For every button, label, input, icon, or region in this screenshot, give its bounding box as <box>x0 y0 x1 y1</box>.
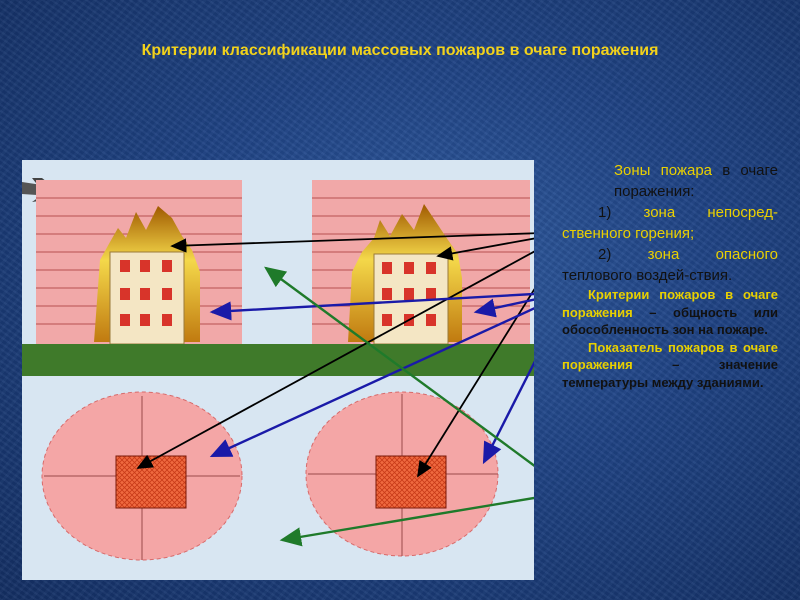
right-elevation-view <box>312 180 530 346</box>
arrow-icon <box>264 266 534 547</box>
criteria-text: Критерии пожаров в очаге поражения – общ… <box>562 287 778 337</box>
ground-strip <box>22 344 534 376</box>
right-plan-view <box>305 391 499 557</box>
arrow-icon <box>209 292 534 465</box>
arrow-icon <box>136 232 534 478</box>
zone-item-2: 2) зона опасного теплового воздей-ствия. <box>562 246 779 284</box>
fire-zones-diagram <box>22 160 534 580</box>
zone-item-1: 1) зона непосред-ственного горения; <box>562 204 779 242</box>
legend-panel: Зоны пожара в очаге поражения: 1) зона н… <box>562 160 778 391</box>
left-plan-view <box>41 391 243 561</box>
indicator-text: Показатель пожаров в очаге поражения – з… <box>562 339 778 390</box>
zones-heading: Зоны пожара в очаге поражения: <box>614 162 779 200</box>
left-elevation-view <box>36 180 242 346</box>
page-title: Критерии классификации массовых пожаров … <box>141 42 659 59</box>
